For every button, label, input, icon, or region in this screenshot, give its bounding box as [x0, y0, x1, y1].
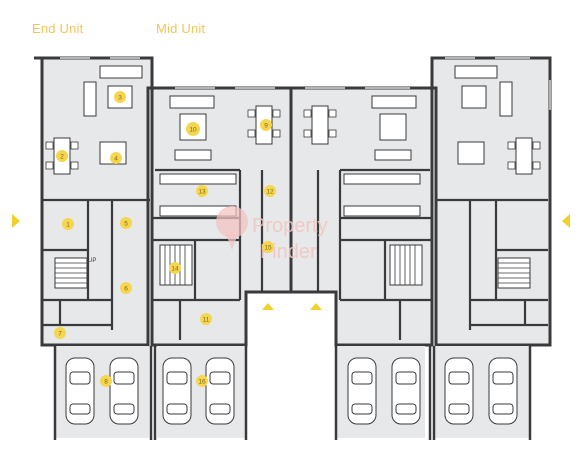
- room-marker-11: 11: [200, 313, 212, 325]
- end-unit-label: End Unit: [32, 21, 84, 36]
- windows: [33, 57, 551, 110]
- dining-table-icon: [515, 137, 533, 175]
- room-marker-6: 6: [120, 282, 132, 294]
- car-icon: [109, 357, 139, 425]
- entry-arrow-icon: [262, 303, 274, 310]
- room-number: 3: [118, 95, 122, 102]
- room-number: 6: [124, 286, 128, 293]
- room-marker-13: 13: [196, 185, 208, 197]
- room-marker-7: 7: [54, 327, 66, 339]
- room-marker-2: 2: [56, 150, 68, 162]
- watermark-line1: Property: [252, 215, 328, 237]
- room-marker-1: 1: [62, 218, 74, 230]
- room-number: 12: [266, 189, 274, 196]
- room-number: 15: [264, 245, 272, 252]
- room-number: 5: [124, 221, 128, 228]
- room-number: 13: [198, 189, 206, 196]
- living-table-mid-right: [379, 113, 407, 141]
- room-number: 16: [198, 379, 206, 386]
- entry-arrows: [12, 214, 570, 310]
- room-number: 10: [189, 127, 197, 134]
- car-icon: [347, 357, 377, 425]
- mid-unit-label: Mid Unit: [156, 21, 206, 36]
- entry-arrow-icon: [310, 303, 322, 310]
- room-number: 7: [58, 331, 62, 338]
- end-unit-right-shell: [430, 56, 552, 347]
- car-icon: [65, 357, 95, 425]
- kitchen-counter: [457, 141, 485, 165]
- car-icon: [205, 357, 235, 425]
- room-markers: 1 2 3 4 5 6 7 8 9 10 11 12 13 14 15 16: [54, 91, 276, 387]
- dining-table-icon: [311, 105, 329, 145]
- entry-arrow-icon: [12, 214, 20, 228]
- room-marker-14: 14: [169, 262, 181, 274]
- room-marker-12: 12: [264, 185, 276, 197]
- car-icon: [488, 357, 518, 425]
- room-number: 14: [171, 266, 179, 273]
- car-icon: [444, 357, 474, 425]
- room-number: 8: [104, 379, 108, 386]
- entry-arrow-icon: [562, 214, 570, 228]
- room-number: 2: [60, 154, 64, 161]
- living-table-end-right: [461, 85, 487, 109]
- sofas: [83, 65, 513, 161]
- dining-chairs: [45, 109, 541, 170]
- tables: [53, 85, 533, 175]
- sofa-icon: [371, 95, 417, 161]
- room-marker-4: 4: [110, 152, 122, 164]
- property-finder-logo-icon: [216, 206, 248, 250]
- car-icon: [391, 357, 421, 425]
- interior-walls: [42, 168, 548, 340]
- room-number: 11: [203, 317, 210, 324]
- watermark-line2: Finder: [260, 241, 317, 263]
- room-marker-5: 5: [120, 217, 132, 229]
- sofa-icon: [83, 65, 143, 117]
- room-marker-15: 15: [262, 241, 274, 253]
- sofa-icon: [169, 95, 215, 161]
- cars: [65, 357, 518, 425]
- stairs: [54, 244, 531, 289]
- car-icon: [162, 357, 192, 425]
- kitchen-counters: [159, 173, 421, 217]
- room-marker-8: 8: [100, 375, 112, 387]
- room-number: 4: [114, 156, 118, 163]
- stair-up-label: UP: [88, 258, 96, 264]
- room-number: 1: [66, 222, 70, 229]
- room-marker-16: 16: [196, 375, 208, 387]
- room-marker-9: 9: [260, 119, 272, 131]
- room-marker-10: 10: [186, 122, 200, 136]
- room-marker-3: 3: [114, 91, 126, 103]
- sofa-icon: [454, 65, 513, 117]
- room-number: 9: [264, 123, 268, 130]
